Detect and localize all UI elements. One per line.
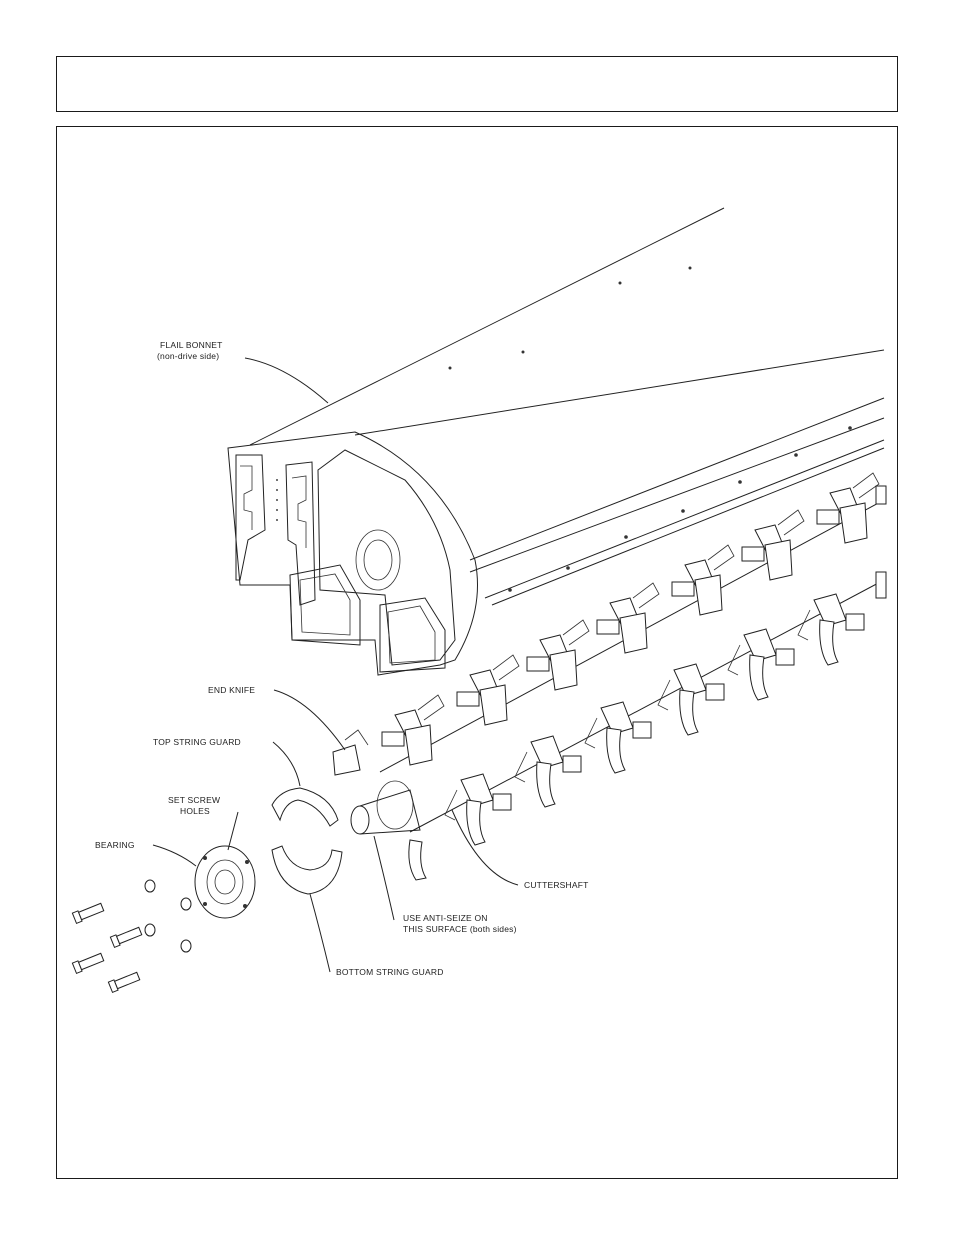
nuts <box>144 879 192 953</box>
flail-bonnet <box>227 207 885 676</box>
top-string-guard <box>271 787 339 827</box>
bolts <box>71 902 143 993</box>
cuttershaft <box>350 499 885 835</box>
label-flail-bonnet: FLAIL BONNET <box>160 340 223 350</box>
label-top-string-guard: TOP STRING GUARD <box>153 737 241 747</box>
label-set-screw-holes: HOLES <box>180 806 210 816</box>
bottom-string-guard <box>271 845 343 895</box>
label-anti-seize-sub: THIS SURFACE (both sides) <box>403 924 517 934</box>
leader-lines <box>152 357 519 973</box>
label-end-knife: END KNIFE <box>208 685 255 695</box>
label-flail-bonnet-sub: (non-drive side) <box>157 351 219 361</box>
label-bottom-string-guard: BOTTOM STRING GUARD <box>336 967 444 977</box>
label-cuttershaft: CUTTERSHAFT <box>524 880 589 890</box>
end-knife <box>332 729 369 776</box>
bearing <box>194 845 256 919</box>
header-box <box>56 56 898 112</box>
flail-knives-lower <box>408 571 887 881</box>
flail-knives-upper <box>381 472 887 766</box>
diagram-frame <box>56 126 898 1179</box>
label-anti-seize: USE ANTI-SEIZE ON <box>403 913 488 923</box>
label-set-screw: SET SCREW <box>168 795 220 805</box>
label-bearing: BEARING <box>95 840 135 850</box>
